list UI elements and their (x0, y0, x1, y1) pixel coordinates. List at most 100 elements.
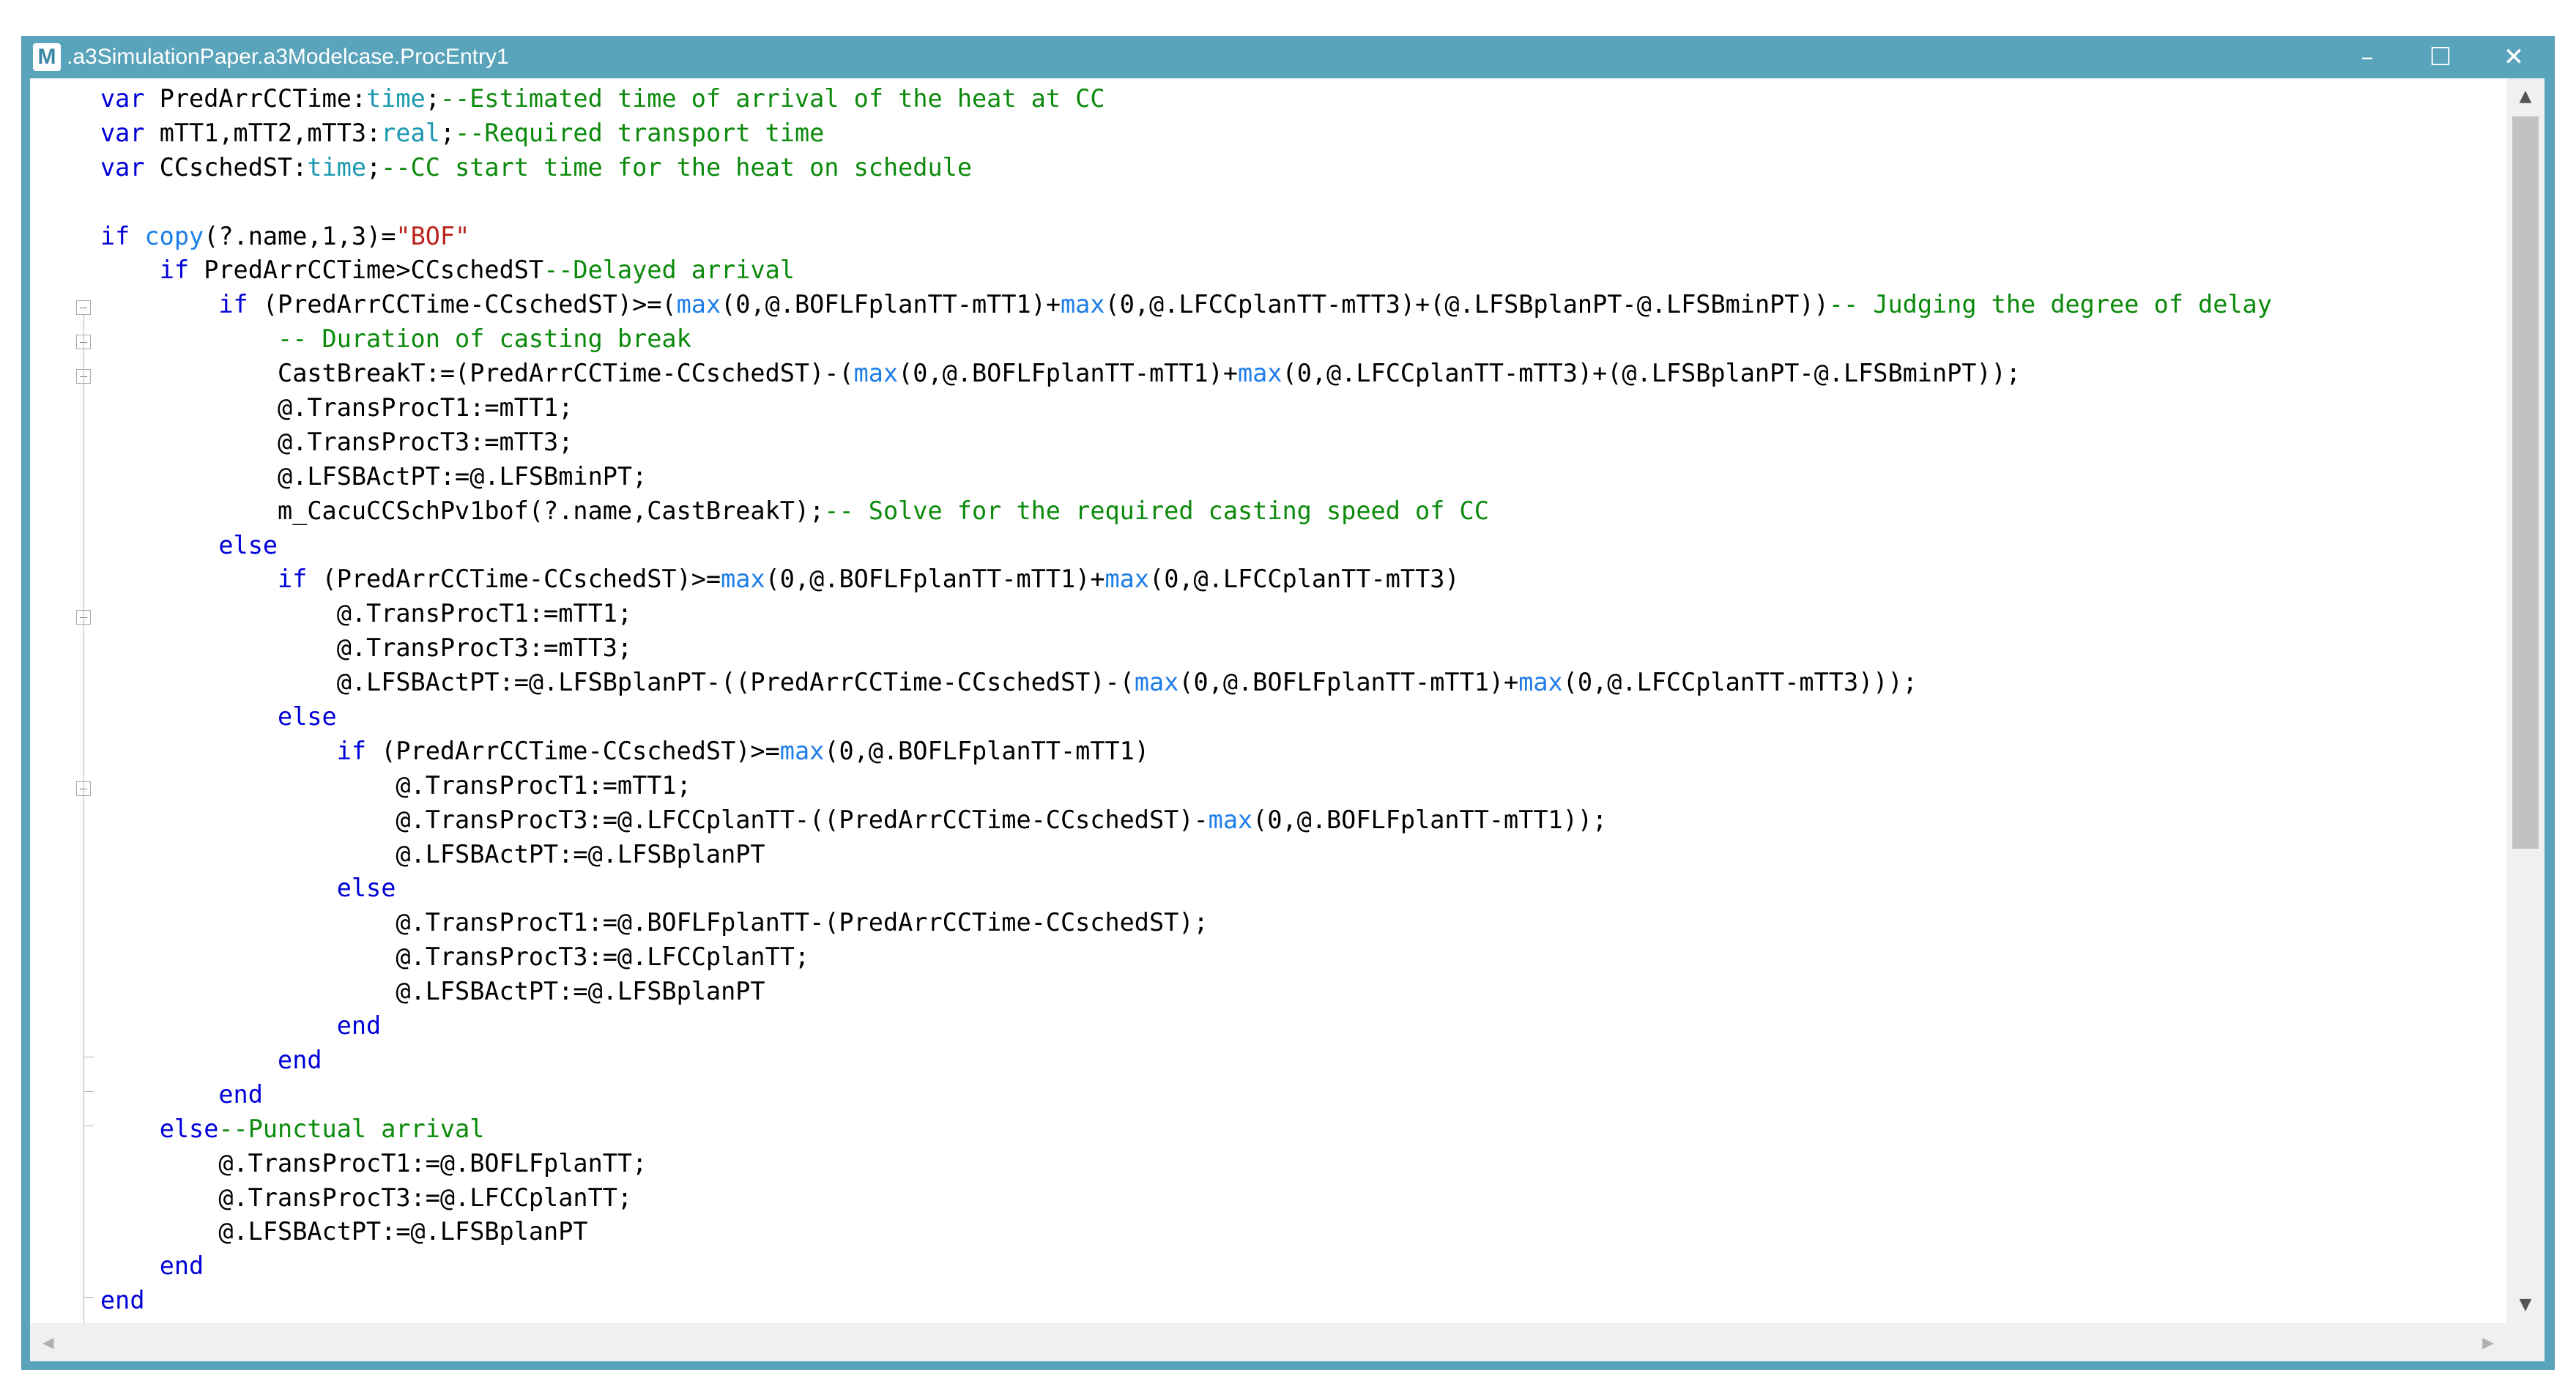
code-token: -- Duration of casting break (278, 324, 691, 354)
vertical-scroll-thumb[interactable] (2512, 116, 2539, 849)
code-line[interactable]: if copy(?.name,1,3)="BOF" (100, 220, 2272, 254)
code-line[interactable]: end (100, 1249, 2272, 1284)
code-line[interactable]: end (100, 1078, 2272, 1112)
code-line[interactable]: else (100, 700, 2272, 734)
minimize-button[interactable]: – (2361, 42, 2374, 72)
code-token: max (1238, 359, 1283, 388)
code-token: "BOF" (396, 221, 470, 250)
code-token: if (278, 565, 322, 594)
code-line[interactable]: else (100, 871, 2272, 906)
close-button[interactable]: ✕ (2503, 42, 2525, 72)
code-token: -- Solve for the required casting speed … (824, 496, 1489, 525)
code-line[interactable]: end (100, 1044, 2272, 1078)
code-token: @.TransProcT1:=mTT1; (100, 393, 574, 423)
code-line[interactable]: end (100, 1009, 2272, 1044)
code-token: max (1105, 565, 1150, 594)
code-token: @.TransProcT1:=mTT1; (100, 599, 633, 628)
code-token: else (278, 702, 337, 732)
code-token: ; (366, 152, 382, 182)
editor-window: M .a3SimulationPaper.a3Modelcase.ProcEnt… (21, 36, 2555, 1370)
code-line[interactable]: @.TransProcT3:=@.LFCCplanTT-((PredArrCCT… (100, 803, 2272, 838)
code-line[interactable]: @.TransProcT3:=@.LFCCplanTT; (100, 1181, 2272, 1216)
code-token (100, 1251, 160, 1280)
code-token (100, 702, 278, 731)
code-token: m_CacuCCSchPv1bof(?.name,CastBreakT); (100, 496, 825, 525)
code-text[interactable]: var PredArrCCTime:time;--Estimated time … (100, 82, 2272, 1318)
code-line[interactable]: -- Duration of casting break (100, 322, 2272, 357)
code-token: (0,@.BOFLFplanTT-mTT1)+ (721, 290, 1061, 319)
code-token: var (100, 118, 160, 147)
code-token: (0,@.BOFLFplanTT-mTT1)+ (898, 359, 1239, 388)
code-token: (0,@.BOFLFplanTT-mTT1) (824, 736, 1150, 765)
code-line[interactable]: else--Punctual arrival (100, 1112, 2272, 1147)
code-line[interactable]: m_CacuCCSchPv1bof(?.name,CastBreakT);-- … (100, 494, 2272, 529)
code-line[interactable]: var CCschedST:time;--CC start time for t… (100, 151, 2272, 185)
scroll-right-arrow-icon[interactable]: ▶ (2482, 1333, 2494, 1351)
code-line[interactable]: if (PredArrCCTime-CCschedST)>=max(0,@.BO… (100, 734, 2272, 769)
code-line[interactable]: @.TransProcT3:=@.LFCCplanTT; (100, 940, 2272, 975)
code-token: (0,@.LFCCplanTT-mTT3))); (1562, 668, 1918, 697)
code-token: mTT1,mTT2,mTT3: (159, 118, 382, 147)
code-token: CastBreakT:=(PredArrCCTime-CCschedST)-( (100, 359, 854, 388)
code-token (100, 1115, 160, 1143)
code-token: @.LFSBActPT:=@.LFSBplanPT (100, 839, 765, 868)
code-line[interactable]: @.TransProcT1:=mTT1; (100, 597, 2272, 631)
code-line[interactable]: @.TransProcT1:=@.BOFLFplanTT-(PredArrCCT… (100, 906, 2272, 940)
code-token: var (100, 84, 160, 113)
code-token (100, 290, 218, 319)
code-token (100, 1046, 278, 1074)
code-line[interactable]: @.TransProcT3:=mTT3; (100, 631, 2272, 666)
title-bar[interactable]: M .a3SimulationPaper.a3Modelcase.ProcEnt… (21, 36, 2555, 78)
code-token: else (159, 1114, 219, 1143)
code-token: --Required transport time (455, 118, 825, 147)
code-line[interactable] (100, 185, 2272, 220)
code-line[interactable]: end (100, 1284, 2272, 1318)
code-token: @.TransProcT3:=@.LFCCplanTT-((PredArrCCT… (100, 805, 1209, 834)
code-token (100, 256, 160, 284)
code-line[interactable]: @.TransProcT1:=mTT1; (100, 769, 2272, 803)
code-line[interactable]: CastBreakT:=(PredArrCCTime-CCschedST)-( m… (100, 357, 2272, 391)
code-token (100, 1080, 218, 1109)
code-line[interactable]: if PredArrCCTime>CCschedST--Delayed arri… (100, 253, 2272, 288)
fold-toggle-icon[interactable] (76, 300, 91, 315)
code-token (100, 324, 278, 353)
code-line[interactable]: @.LFSBActPT:=@.LFSBplanPT (100, 975, 2272, 1009)
code-line[interactable]: @.TransProcT1:=@.BOFLFplanTT; (100, 1147, 2272, 1181)
code-token: else (336, 874, 396, 903)
code-line[interactable]: @.LFSBActPT:=@.LFSBplanPT (100, 838, 2272, 872)
scroll-down-arrow-icon[interactable]: ▼ (2519, 1295, 2532, 1314)
vertical-scrollbar[interactable]: ▲ ▼ (2506, 78, 2545, 1323)
code-line[interactable]: @.TransProcT3:=mTT3; (100, 425, 2272, 460)
code-line[interactable]: var mTT1,mTT2,mTT3:real;--Required trans… (100, 116, 2272, 151)
code-line[interactable]: @.TransProcT1:=mTT1; (100, 391, 2272, 425)
code-token: --CC start time for the heat on schedule (381, 152, 972, 182)
code-line[interactable]: @.LFSBActPT:=@.LFSBplanPT-((PredArrCCTim… (100, 666, 2272, 700)
horizontal-scrollbar[interactable]: ◀ ▶ (30, 1323, 2506, 1361)
code-token: (PredArrCCTime-CCschedST)>=( (262, 290, 677, 319)
code-editor[interactable]: var PredArrCCTime:time;--Estimated time … (30, 78, 2506, 1323)
code-token: @.LFSBActPT:=@.LFSBplanPT (100, 977, 765, 1006)
scroll-left-arrow-icon[interactable]: ◀ (42, 1333, 54, 1351)
code-token: @.TransProcT1:=@.BOFLFplanTT; (100, 1148, 647, 1178)
code-line[interactable]: if (PredArrCCTime-CCschedST)>=(max(0,@.B… (100, 288, 2272, 322)
code-token: ; (439, 118, 456, 147)
code-token: @.TransProcT1:=mTT1; (100, 770, 691, 800)
code-line[interactable]: else (100, 529, 2272, 563)
code-token: @.TransProcT3:=@.LFCCplanTT; (100, 942, 810, 972)
code-token: if (159, 256, 204, 285)
code-token: (0,@.BOFLFplanTT-mTT1)+ (1178, 668, 1519, 697)
code-token: @.LFSBActPT:=@.LFSBplanPT (100, 1217, 588, 1246)
code-token: max (1208, 805, 1253, 834)
code-token: (0,@.LFCCplanTT-mTT3) (1149, 565, 1460, 594)
code-token: (PredArrCCTime-CCschedST)>= (381, 736, 780, 765)
code-token: --Punctual arrival (218, 1114, 485, 1143)
code-line[interactable]: @.LFSBActPT:=@.LFSBplanPT (100, 1215, 2272, 1249)
maximize-button[interactable]: ☐ (2429, 42, 2452, 72)
code-line[interactable]: if (PredArrCCTime-CCschedST)>=max(0,@.BO… (100, 562, 2272, 597)
code-token: end (159, 1251, 204, 1281)
code-line[interactable]: @.LFSBActPT:=@.LFSBminPT; (100, 460, 2272, 494)
scroll-up-arrow-icon[interactable]: ▲ (2519, 87, 2532, 105)
code-line[interactable]: var PredArrCCTime:time;--Estimated time … (100, 82, 2272, 116)
code-token: max (1518, 668, 1563, 697)
code-token: (0,@.BOFLFplanTT-mTT1)); (1252, 805, 1608, 834)
